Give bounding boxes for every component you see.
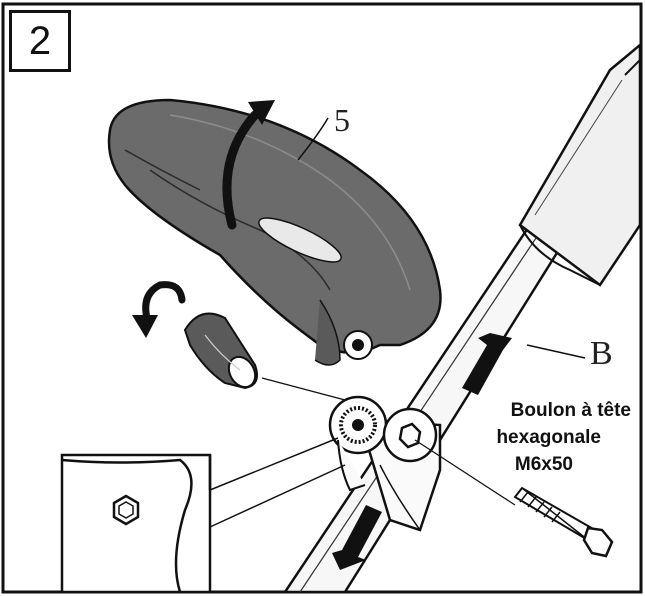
leader-line-5 <box>297 117 329 161</box>
hinge-gears <box>328 395 438 492</box>
rotate-arrow-icon <box>222 100 275 230</box>
bolt-m6x50 <box>513 486 614 558</box>
arrow-up-icon <box>462 333 512 395</box>
part-b-label: B <box>590 335 613 372</box>
part-5-label: 5 <box>334 102 350 138</box>
leader-line-b <box>526 344 586 359</box>
handle-5 <box>107 98 442 366</box>
arrow-down-icon <box>332 505 382 570</box>
bolt-label-line-1: Boulon à tête <box>510 400 631 421</box>
step-number-box: 2 <box>9 10 71 72</box>
bolt-label: Boulon à tête hexagonale M6x50 <box>461 397 631 478</box>
step-number: 2 <box>28 18 52 63</box>
inset-detail <box>60 437 346 594</box>
u-turn-arrow-icon <box>132 281 186 338</box>
leader-line-clip <box>261 377 346 401</box>
bolt-axis-line <box>414 439 516 506</box>
clip-part <box>183 312 258 390</box>
bolt-label-line-3: M6x50 <box>514 454 573 475</box>
bolt-label-line-2: hexagonale <box>496 427 601 448</box>
